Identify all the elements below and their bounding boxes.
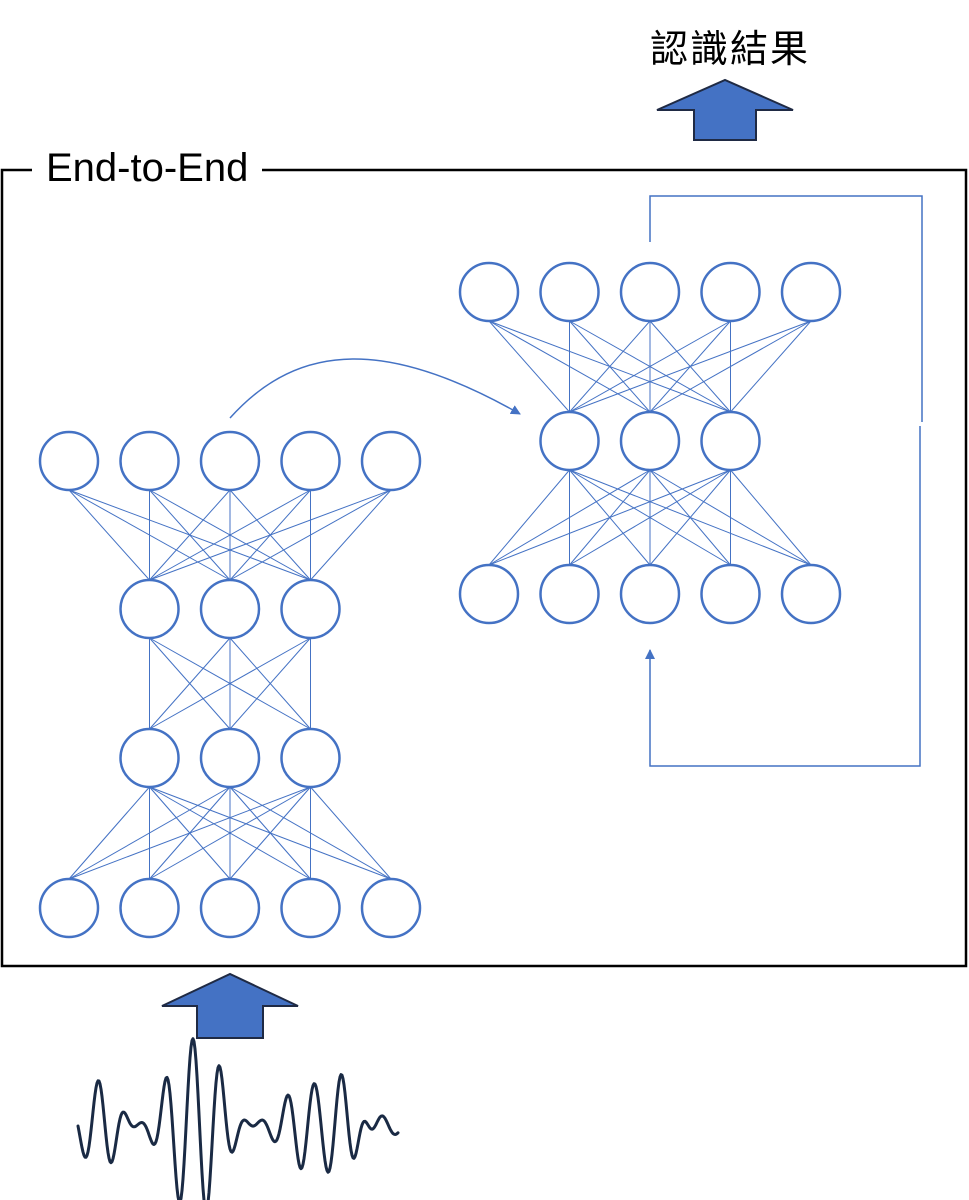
decoder-node-l2-n0 [458,563,520,625]
encoder-edge [68,489,150,581]
encoder-edge [229,637,311,730]
decoder-edge [649,320,812,413]
encoder-node-l3-n4 [360,877,422,939]
recognition-result-label: 認識結果 [649,27,810,71]
encoder-node-l0-n4 [360,430,422,492]
decoder-edge [730,469,812,566]
decoder-edge [569,320,731,413]
encoder-edge [149,489,392,581]
decoder-node-l2-n4 [780,563,842,625]
encoder-edge [149,489,231,581]
decoder-edge [569,469,731,566]
decoder-node-l1-n0 [539,410,600,472]
decoder-feedback-loop [649,195,923,422]
encoder-edge [149,637,311,730]
encoder-network [38,430,422,939]
encoder-edge [149,489,311,581]
encoder-edge [68,786,150,880]
encoder-node-l2-n1 [199,727,261,789]
end-to-end-frame [0,168,968,968]
encoder-node-l3-n1 [119,877,180,939]
decoder-network [458,261,842,625]
encoder-edge [149,637,231,730]
decoder-node-l0-n2 [619,261,681,323]
decoder-edge [569,320,651,413]
speech-waveform-icon [76,1037,400,1200]
encoder-node-l1-n2 [280,578,341,640]
encoder-node-l3-n0 [38,877,100,939]
encoder-node-l3-n2 [199,877,261,939]
output-block-up-arrow-icon [656,78,794,141]
encoder-edge [310,786,392,880]
encoder-node-l2-n0 [119,727,180,789]
decoder-node-l2-n2 [619,563,681,625]
encoder-edge [68,786,311,880]
encoder-edge [310,489,392,581]
encoder-edge [149,786,311,880]
encoder-node-l0-n1 [119,430,180,492]
encoder-node-l2-n2 [280,727,341,789]
decoder-edge [488,469,651,566]
decoder-edge [569,320,812,413]
decoder-node-l2-n3 [700,563,761,625]
decoder-node-l0-n4 [780,261,842,323]
encoder-node-l3-n3 [280,877,341,939]
decoder-edge [488,469,731,566]
encoder-node-l0-n3 [280,430,341,492]
decoder-node-l0-n1 [539,261,600,323]
encoder-to-decoder-arrow [229,358,521,419]
decoder-edge [488,469,570,566]
encoder-node-l0-n2 [199,430,261,492]
encoder-node-l1-n1 [199,578,261,640]
decoder-feedback-loop-return [645,426,921,767]
decoder-edge [488,320,570,413]
encoder-node-l0-n0 [38,430,100,492]
decoder-node-l0-n3 [700,261,761,323]
encoder-edge [68,786,231,880]
decoder-edge [649,469,731,566]
encoder-edge [229,489,392,581]
end-to-end-label: End-to-End [32,146,263,191]
encoder-edge [229,786,311,880]
encoder-node-l1-n0 [119,578,180,640]
decoder-node-l1-n2 [700,410,761,472]
input-block-up-arrow-icon [161,972,299,1039]
decoder-node-l0-n0 [458,261,520,323]
decoder-node-l2-n1 [539,563,600,625]
decoder-node-l1-n1 [619,410,681,472]
decoder-edge [730,320,812,413]
